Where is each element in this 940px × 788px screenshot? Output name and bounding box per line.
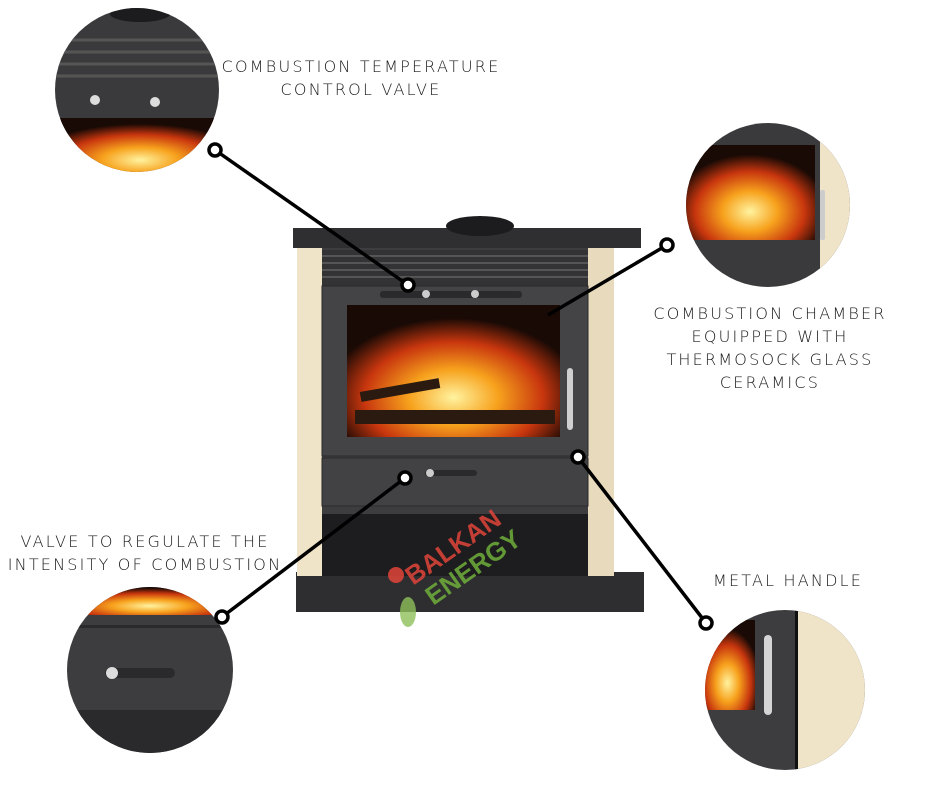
drawer-valve-knob: [426, 469, 434, 477]
leader-line-temperature-valve: [213, 148, 410, 287]
leader-dot: [207, 142, 223, 158]
stove: [293, 216, 644, 612]
label-combustion-chamber: COMBUSTION CHAMBER EQUIPPED WITH THERMOS…: [620, 302, 920, 394]
label-line: COMBUSTION TEMPERATURE: [221, 57, 501, 76]
leader-dot: [214, 609, 230, 625]
label-intensity-valve: VALVE TO REGULATE THE INTENSITY OF COMBU…: [0, 530, 290, 576]
top-valve-knob-2: [471, 290, 479, 298]
label-line: CONTROL VALVE: [280, 80, 442, 99]
leader-line-metal-handle: [576, 455, 708, 625]
leader-dot: [397, 470, 413, 486]
label-metal-handle: METAL HANDLE: [688, 569, 888, 592]
drawer-valve-slot: [425, 470, 477, 476]
side-panel-left: [297, 246, 323, 576]
vent-grille: [322, 250, 588, 286]
ash-drawer: [321, 457, 589, 507]
top-valve-slot: [380, 291, 522, 298]
logo-flower-icon: [388, 567, 404, 583]
logo-leaf-icon: [400, 597, 416, 627]
label-line: THERMOSOCK GLASS: [666, 350, 874, 369]
flue-pipe: [446, 216, 514, 236]
wood-compartment: [322, 514, 588, 576]
door-handle: [567, 368, 573, 430]
leader-line-combustion-chamber: [547, 243, 668, 317]
detail-intensity-valve: [67, 587, 233, 753]
leader-dot: [400, 277, 416, 293]
label-line: METAL HANDLE: [712, 571, 864, 590]
leader-line-intensity-valve: [220, 476, 407, 619]
leader-dot: [698, 615, 714, 631]
detail-temperature-valve: [55, 8, 219, 172]
top-valve-knob-1: [422, 290, 430, 298]
label-temperature-valve: COMBUSTION TEMPERATURE CONTROL VALVE: [211, 55, 511, 101]
side-panel-right: [588, 246, 614, 576]
leader-dot: [570, 449, 586, 465]
logs: [355, 378, 555, 424]
stove-base: [296, 572, 644, 612]
leader-dot: [659, 237, 675, 253]
detail-combustion-chamber: [686, 123, 850, 287]
label-line: VALVE TO REGULATE THE: [20, 532, 270, 551]
label-line: COMBUSTION CHAMBER: [653, 304, 887, 323]
top-plate: [293, 228, 641, 248]
label-line: INTENSITY OF COMBUSTION: [7, 555, 283, 574]
detail-metal-handle: [705, 610, 865, 770]
label-line: CERAMICS: [719, 373, 821, 392]
label-line: EQUIPPED WITH: [691, 327, 849, 346]
